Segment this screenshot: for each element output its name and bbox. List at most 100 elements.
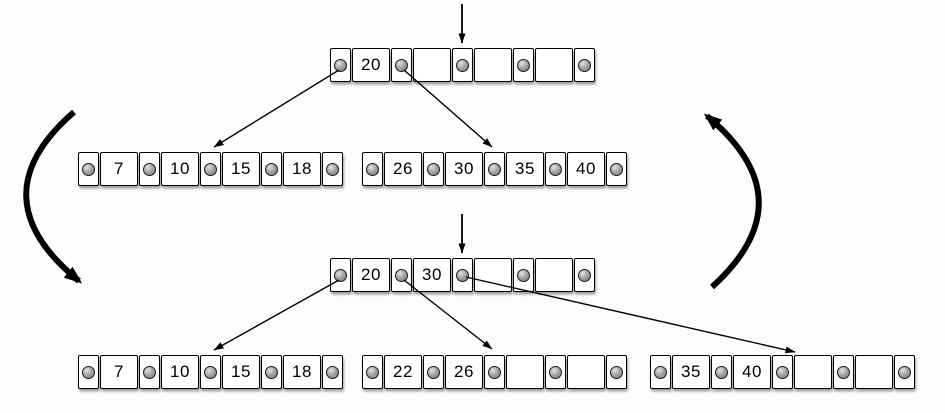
btree-node-top-right-child: 26 30 35 40: [362, 152, 627, 186]
pointer-cell: [513, 48, 534, 82]
pointer-cell: [452, 48, 473, 82]
pointer-dot-icon: [837, 365, 850, 379]
key-cell: [474, 48, 512, 82]
pointer-cell: [330, 48, 351, 82]
pointer-dot-icon: [395, 268, 408, 282]
pointer-cell: [606, 152, 627, 186]
key-cell: 35: [672, 355, 710, 389]
key-cell: [474, 258, 512, 292]
pointer-cell: [711, 355, 732, 389]
pointer-cell: [139, 355, 160, 389]
key-cell: 26: [445, 355, 483, 389]
pointer-cell: [894, 355, 915, 389]
bottom-root-to-left-child: [213, 279, 340, 351]
pointer-dot-icon: [366, 162, 379, 176]
pointer-cell: [261, 152, 282, 186]
key-cell: 10: [161, 355, 199, 389]
pointer-dot-icon: [326, 162, 339, 176]
pointer-cell: [78, 355, 99, 389]
pointer-dot-icon: [82, 365, 95, 379]
key-cell: [535, 258, 573, 292]
pointer-dot-icon: [654, 365, 667, 379]
pointer-cell: [833, 355, 854, 389]
pointer-dot-icon: [334, 268, 347, 282]
cycle-arrow-left-down: [23, 109, 83, 284]
key-cell: 15: [222, 355, 260, 389]
pointer-cell: [484, 355, 505, 389]
pointer-cell: [545, 152, 566, 186]
pointer-cell: [452, 258, 473, 292]
pointer-dot-icon: [82, 162, 95, 176]
pointer-cell: [330, 258, 351, 292]
key-cell: 7: [100, 355, 138, 389]
key-cell: 20: [352, 258, 390, 292]
pointer-dot-icon: [610, 162, 623, 176]
pointer-dot-icon: [366, 365, 379, 379]
key-cell: [567, 355, 605, 389]
key-cell: 26: [384, 152, 422, 186]
top-root-to-left-child: [213, 69, 340, 148]
pointer-dot-icon: [265, 162, 278, 176]
pointer-cell: [606, 355, 627, 389]
pointer-cell: [200, 152, 221, 186]
pointer-dot-icon: [715, 365, 728, 379]
key-cell: 10: [161, 152, 199, 186]
btree-node-bottom-middle-child: 22 26: [362, 355, 627, 389]
pointer-dot-icon: [610, 365, 623, 379]
pointer-dot-icon: [488, 365, 501, 379]
key-cell: 22: [384, 355, 422, 389]
pointer-dot-icon: [204, 162, 217, 176]
pointer-dot-icon: [578, 58, 591, 72]
pointer-dot-icon: [427, 365, 440, 379]
pointer-dot-icon: [265, 365, 278, 379]
pointer-dot-icon: [456, 58, 469, 72]
pointer-cell: [423, 355, 444, 389]
pointer-cell: [322, 355, 343, 389]
pointer-dot-icon: [334, 58, 347, 72]
pointer-dot-icon: [427, 162, 440, 176]
pointer-dot-icon: [517, 268, 530, 282]
key-cell: [855, 355, 893, 389]
pointer-dot-icon: [143, 162, 156, 176]
key-cell: [794, 355, 832, 389]
pointer-cell: [78, 152, 99, 186]
pointer-dot-icon: [898, 365, 911, 379]
pointer-cell: [362, 152, 383, 186]
key-cell: 18: [283, 152, 321, 186]
pointer-cell: [423, 152, 444, 186]
pointer-dot-icon: [549, 365, 562, 379]
pointer-cell: [362, 355, 383, 389]
key-cell: 18: [283, 355, 321, 389]
pointer-cell: [484, 152, 505, 186]
pointer-dot-icon: [456, 268, 469, 282]
key-cell: 40: [733, 355, 771, 389]
pointer-dot-icon: [549, 162, 562, 176]
pointer-dot-icon: [395, 58, 408, 72]
pointer-dot-icon: [326, 365, 339, 379]
pointer-dot-icon: [488, 162, 501, 176]
pointer-cell: [391, 258, 412, 292]
pointer-dot-icon: [204, 365, 217, 379]
key-cell: 40: [567, 152, 605, 186]
cycle-arrow-right-up: [703, 113, 762, 290]
key-cell: 30: [445, 152, 483, 186]
pointer-cell: [322, 152, 343, 186]
pointer-cell: [391, 48, 412, 82]
btree-node-bottom-left-child: 7 10 15 18: [78, 355, 343, 389]
key-cell: 20: [352, 48, 390, 82]
pointer-cell: [513, 258, 534, 292]
btree-node-top-root: 20: [330, 48, 595, 82]
pointer-cell: [261, 355, 282, 389]
key-cell: [506, 355, 544, 389]
pointer-cell: [574, 258, 595, 292]
pointer-dot-icon: [517, 58, 530, 72]
key-cell: 35: [506, 152, 544, 186]
pointer-dot-icon: [578, 268, 591, 282]
pointer-cell: [545, 355, 566, 389]
key-cell: 30: [413, 258, 451, 292]
btree-node-bottom-right-child: 35 40: [650, 355, 915, 389]
pointer-cell: [772, 355, 793, 389]
pointer-dot-icon: [143, 365, 156, 379]
